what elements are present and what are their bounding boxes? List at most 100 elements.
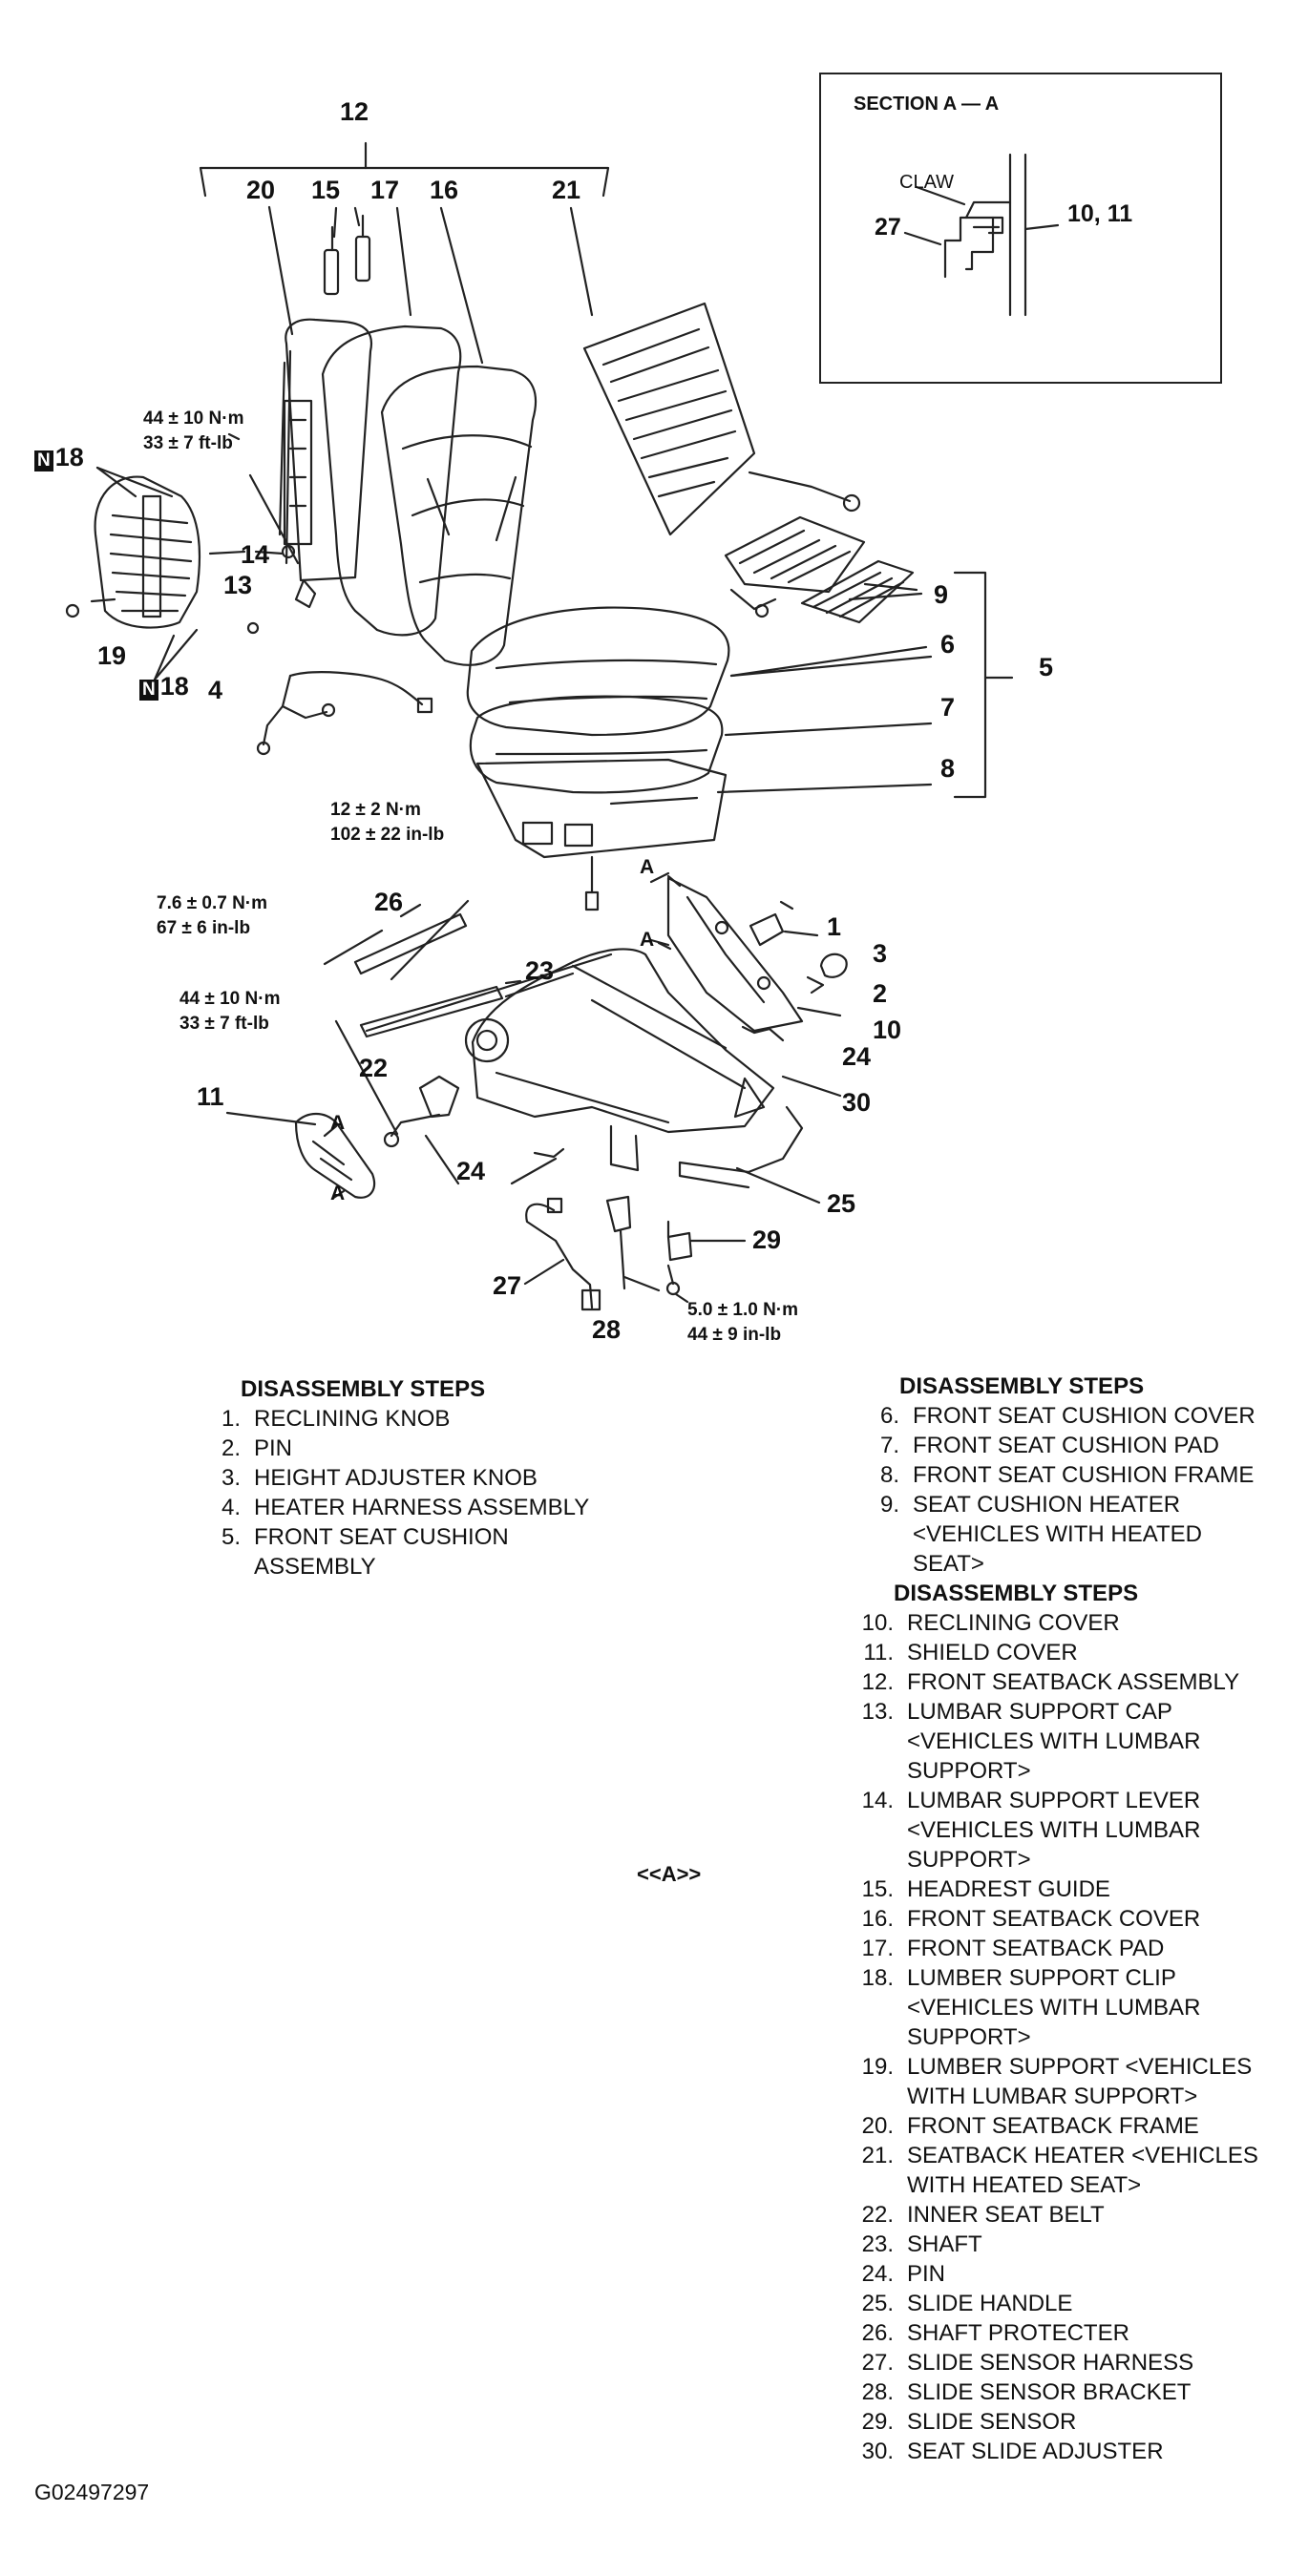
callout-16: 16 [430, 176, 459, 204]
step-item: 23.SHAFT [831, 2230, 1298, 2259]
step-text: LUMBAR SUPPORT CAP <VEHICLES WITH LUMBAR… [907, 1699, 1201, 1784]
steps-right-2: DISASSEMBLY STEPS 10. RECLINING COVER 11. S… [831, 1579, 1298, 2466]
seatback-frame-20 [278, 318, 373, 582]
step-number: 8. [879, 1462, 899, 1488]
step-item: 28.SLIDE SENSOR BRACKET [831, 2377, 1298, 2407]
step-item: 10. RECLINING COVER [831, 1608, 1298, 1638]
reclining-knob-1 [749, 912, 785, 947]
step-number: 15. [861, 1876, 894, 1902]
step-number: 9. [879, 1492, 899, 1518]
step-text: SLIDE HANDLE [907, 2291, 1073, 2316]
lumbar-support-19 [65, 475, 201, 629]
step-text: RECLINING COVER [907, 1610, 1120, 1636]
section-title: SECTION A — A [854, 94, 1000, 115]
step-number: 7. [879, 1433, 899, 1458]
step-text: SEATBACK HEATER <VEHICLES WITH HEATED SE… [907, 2143, 1258, 2198]
step-text: HEADREST GUIDE [907, 1876, 1110, 1902]
seatback-cover-16 [380, 365, 538, 666]
seat-cushion-heater-9 [724, 515, 915, 624]
step-number: 24. [861, 2261, 894, 2287]
step-number: 1. [221, 1406, 241, 1432]
callout-23: 23 [525, 956, 555, 985]
step-text: LUMBER SUPPORT CLIP <VEHICLES WITH LUMBA… [907, 1965, 1201, 2050]
step-item: 14.LUMBAR SUPPORT LEVER <VEHICLES WITH L… [831, 1786, 1298, 1874]
shaft-23 [359, 953, 613, 1038]
step-number: 11. [863, 1640, 894, 1665]
step-item: 16.FRONT SEATBACK COVER [831, 1904, 1298, 1934]
step-text: RECLINING KNOB [254, 1406, 451, 1432]
steps-header: DISASSEMBLY STEPS [241, 1376, 486, 1402]
step-text: HEIGHT ADJUSTER KNOB [254, 1465, 538, 1491]
callout-14: 14 [241, 540, 270, 569]
shaft-protector-26 [353, 912, 468, 975]
step-text: FRONT SEATBACK PAD [907, 1936, 1165, 1961]
step-text: FRONT SEAT CUSHION FRAME [913, 1462, 1255, 1488]
figure-code: G02497297 [34, 2480, 150, 2504]
step-number: 2. [221, 1435, 241, 1461]
step-text: SEAT CUSHION HEATER <VEHICLES WITH HEATE… [913, 1492, 1202, 1577]
step-item: 22. INNER SEAT BELT [831, 2200, 1298, 2230]
step-number: 29. [861, 2409, 894, 2435]
steps-header: DISASSEMBLY STEPS [894, 1581, 1139, 1606]
step-item: 12.FRONT SEATBACK ASSEMBLY [831, 1667, 1298, 1697]
seat-cushion-frame-8 [475, 758, 728, 859]
bracket-12 [199, 166, 610, 198]
step-number: 16. [861, 1906, 894, 1932]
step-item: 5.FRONT SEAT CUSHION ASSEMBLY [187, 1522, 684, 1581]
step-item: 9. SEAT CUSHION HEATER <VEHICLES WITH HEA… [840, 1490, 1298, 1579]
step-number: 28. [861, 2379, 894, 2405]
step-number: 12. [861, 1669, 894, 1695]
callout-A-2: A [640, 929, 655, 951]
step-number: 23. [861, 2231, 894, 2257]
height-knob-3 [819, 953, 848, 978]
heater-harness-4 [256, 671, 433, 756]
headrest-guides-15 [323, 214, 371, 296]
callout-2: 2 [873, 979, 888, 1008]
step-text: PIN [907, 2261, 946, 2287]
step-number: 30. [861, 2439, 894, 2464]
step-text: LUMBER SUPPORT <VEHICLES WITH LUMBAR SUP… [907, 2054, 1253, 2109]
callout-12: 12 [340, 97, 369, 126]
steps-header: DISASSEMBLY STEPS [899, 1373, 1145, 1399]
step-number: 26. [861, 2320, 894, 2346]
callout-27: 27 [493, 1271, 522, 1300]
step-number: 21. [861, 2143, 894, 2168]
callout-11: 11 [197, 1082, 224, 1111]
shield-cover-11 [294, 1112, 376, 1199]
new-part-badge: N [34, 450, 53, 471]
step-item: 21. SEATBACK HEATER <VEHICLES WITH HEATED… [831, 2141, 1298, 2200]
step-item: 26. SHAFT PROTECTER [831, 2318, 1298, 2348]
callout-3: 3 [873, 939, 888, 968]
step-text: SHAFT PROTECTER [907, 2320, 1129, 2346]
step-number: 25. [861, 2291, 894, 2316]
step-item: 4.HEATER HARNESS ASSEMBLY [187, 1493, 684, 1522]
step-number: 5. [221, 1524, 241, 1550]
new-part-badge: N [139, 680, 158, 701]
callout-25: 25 [827, 1189, 856, 1218]
step-text: PIN [254, 1435, 293, 1461]
callout-21: 21 [552, 176, 581, 204]
step-number: 13. [861, 1699, 894, 1725]
step-item: 3.HEIGHT ADJUSTER KNOB [187, 1463, 684, 1493]
inner-seat-belt-22 [383, 1075, 460, 1148]
section-a-a-drawing [903, 153, 1060, 317]
callout-24-upper: 24 [842, 1042, 872, 1071]
lumbar-lever-14 [294, 578, 317, 609]
step-number: 22. [861, 2202, 894, 2228]
step-number: 4. [221, 1495, 241, 1520]
callout-15: 15 [311, 176, 341, 204]
step-text: INNER SEAT BELT [907, 2202, 1105, 2228]
callout-10: 10 [873, 1016, 902, 1044]
steps-right-1: DISASSEMBLY STEPS 6.FRONT SEAT CUSHION C… [840, 1372, 1298, 1579]
exploded-seat-diagram: SECTION A — A CLAW 27 10, 11 12 20 15 17… [34, 73, 1222, 1345]
step-number: 20. [861, 2113, 894, 2139]
callout-A-4: A [330, 1183, 346, 1204]
slide-sensor-bracket-28 [605, 1195, 632, 1233]
step-number: 10. [861, 1610, 894, 1636]
